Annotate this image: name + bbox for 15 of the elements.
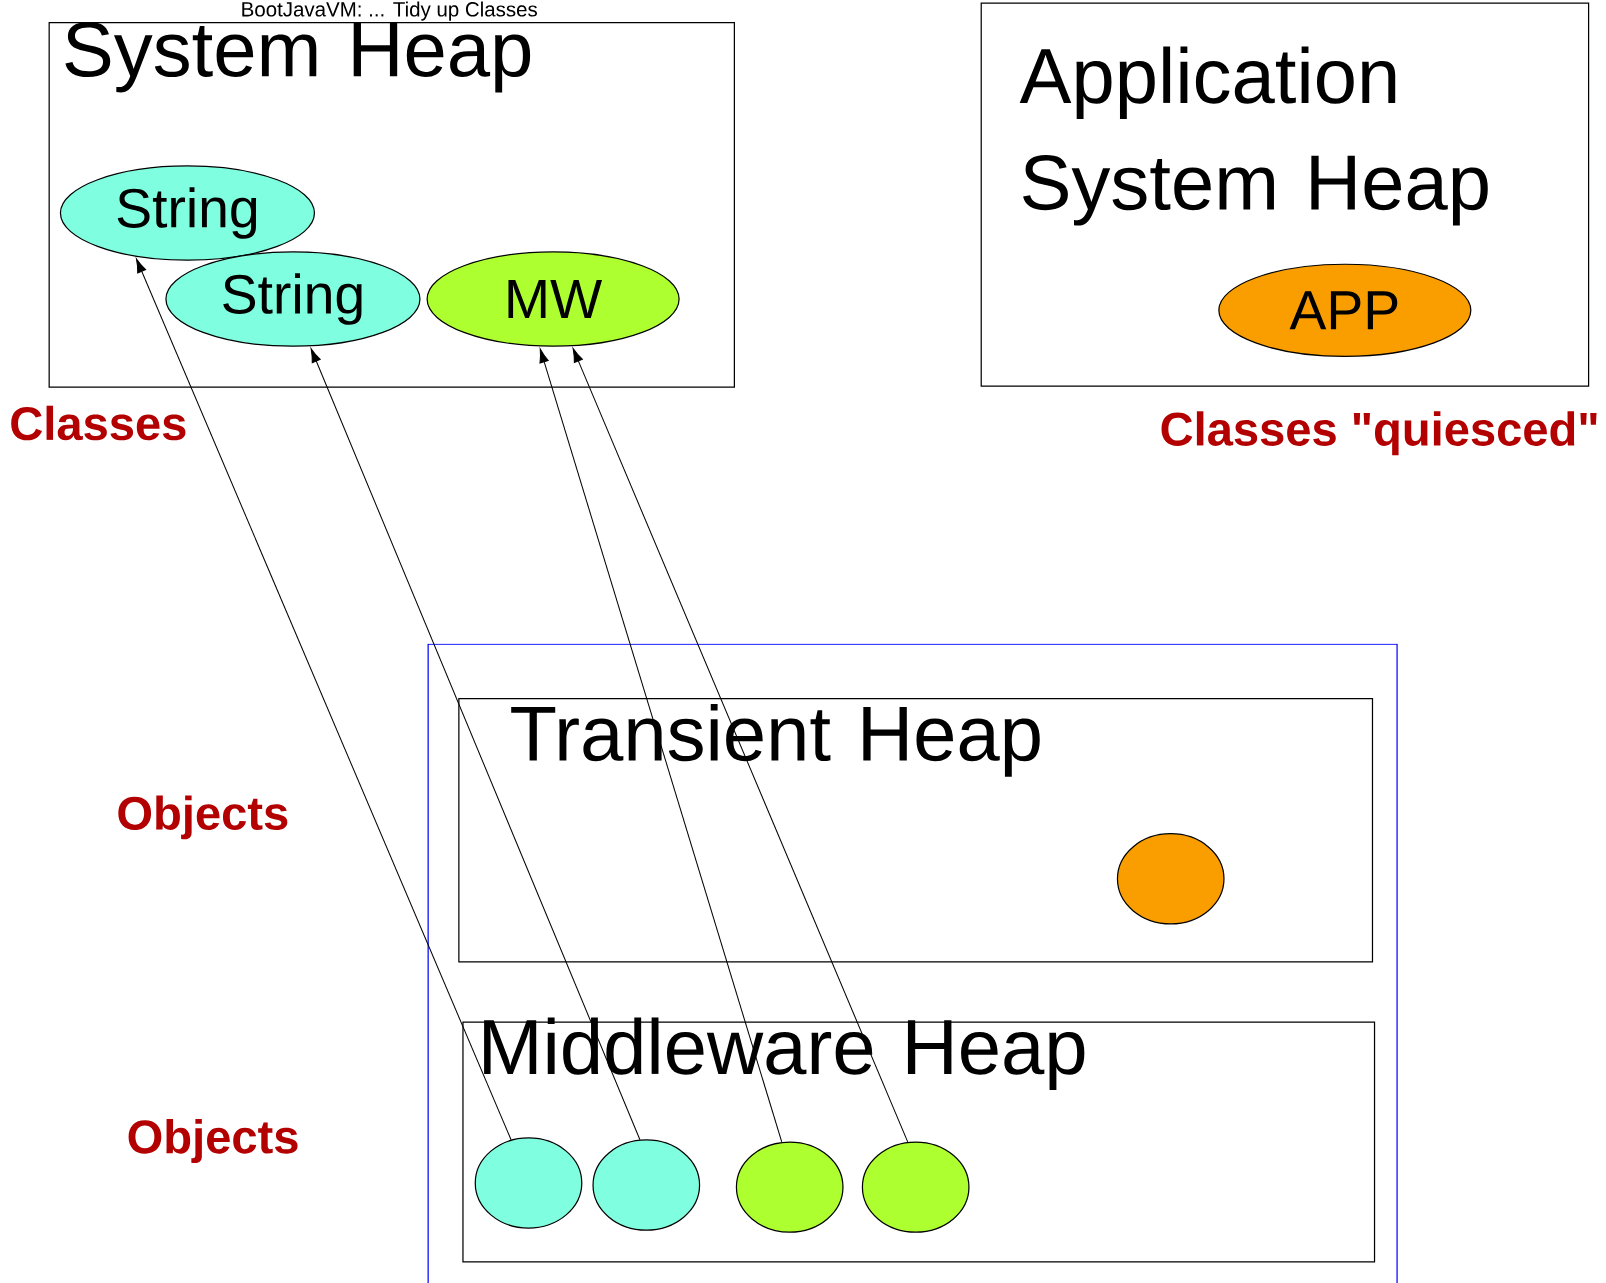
arrow: [539, 348, 783, 1143]
arrow: [135, 258, 512, 1141]
section-label: Objects: [118, 795, 288, 840]
object-circle: [474, 1137, 583, 1229]
section-label: Objects: [128, 1118, 298, 1163]
section-label: Classes: [11, 405, 186, 441]
section-label: Classes "quiesced": [1161, 411, 1597, 456]
object-circle: [592, 1139, 701, 1231]
region-box: [427, 643, 1398, 1283]
arrow: [310, 348, 641, 1141]
object-circle: [1116, 832, 1225, 925]
arrow: [572, 347, 909, 1143]
object-circle: [735, 1141, 844, 1233]
slide-title: BootJavaVM: ... Tidy up Classes: [242, 1, 537, 21]
object-circle: [861, 1141, 970, 1233]
